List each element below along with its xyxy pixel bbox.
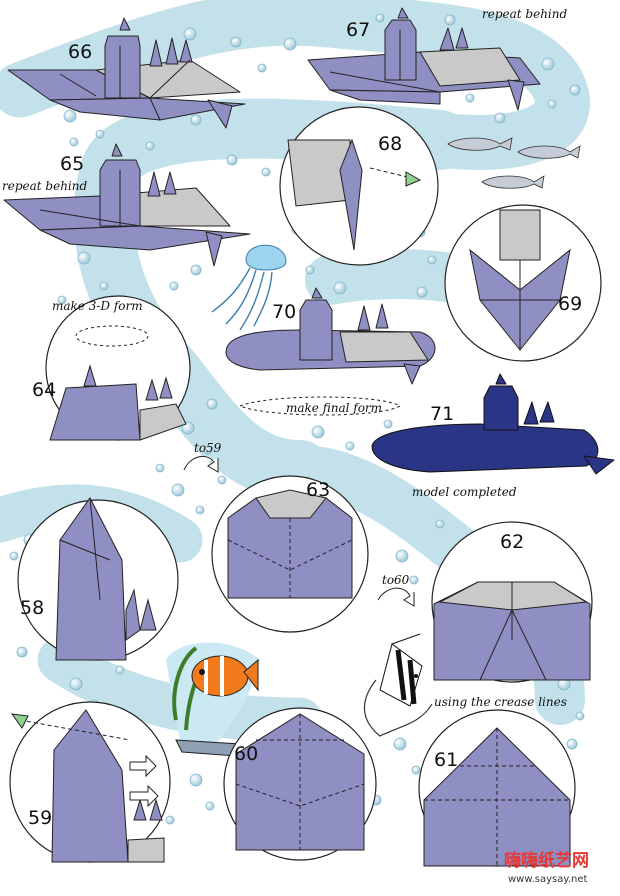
fish-school xyxy=(447,137,581,189)
step-71-final-model xyxy=(371,373,615,475)
step-64-diagram xyxy=(45,295,191,441)
step-number-71: 71 xyxy=(430,403,454,425)
step-58-diagram xyxy=(17,497,179,661)
clownfish-illustration xyxy=(166,642,260,757)
step-number-68: 68 xyxy=(378,133,402,155)
step-60-diagram xyxy=(223,707,377,861)
note-repeat-behind-top: repeat behind xyxy=(482,7,567,21)
step-62-diagram xyxy=(431,521,593,683)
note-repeat-behind-left: repeat behind xyxy=(2,179,87,193)
step-number-59: 59 xyxy=(28,807,52,829)
step-70-diagram xyxy=(225,287,436,385)
step-number-67: 67 xyxy=(346,19,370,41)
note-make-final-form: make final form xyxy=(286,401,382,415)
step-number-58: 58 xyxy=(20,597,44,619)
step-number-60: 60 xyxy=(234,743,258,765)
step-68-diagram xyxy=(279,106,439,266)
to60-arrow-icon xyxy=(377,587,415,607)
step-63-diagram xyxy=(211,475,369,633)
note-using-crease-lines: using the crease lines xyxy=(434,695,567,709)
step-61-diagram xyxy=(418,709,576,867)
step-number-64: 64 xyxy=(32,379,56,401)
final-form-arrow xyxy=(239,396,401,416)
watermark-url: www.saysay.net xyxy=(508,874,588,885)
step-number-70: 70 xyxy=(272,301,296,323)
step-59-diagram xyxy=(9,701,171,863)
note-model-completed: model completed xyxy=(412,485,517,499)
to59-arrow-icon xyxy=(183,455,219,473)
note-make-3d-form: make 3-D form xyxy=(52,299,143,313)
angelfish-illustration xyxy=(363,633,433,737)
step-number-69: 69 xyxy=(558,293,582,315)
jellyfish-illustration xyxy=(211,244,287,331)
step-number-61: 61 xyxy=(434,749,458,771)
step-65-diagram xyxy=(3,143,251,267)
step-number-63: 63 xyxy=(306,479,330,501)
step-number-66: 66 xyxy=(68,41,92,63)
note-to59: to59 xyxy=(194,441,222,455)
step-66-diagram xyxy=(7,17,246,129)
note-to60: to60 xyxy=(382,573,410,587)
step-number-65: 65 xyxy=(60,153,84,175)
watermark-brand: 嗨嗨纸艺网 xyxy=(504,850,589,871)
step-67-diagram xyxy=(307,7,541,111)
step-69-diagram xyxy=(444,204,602,362)
step-number-62: 62 xyxy=(500,531,524,553)
